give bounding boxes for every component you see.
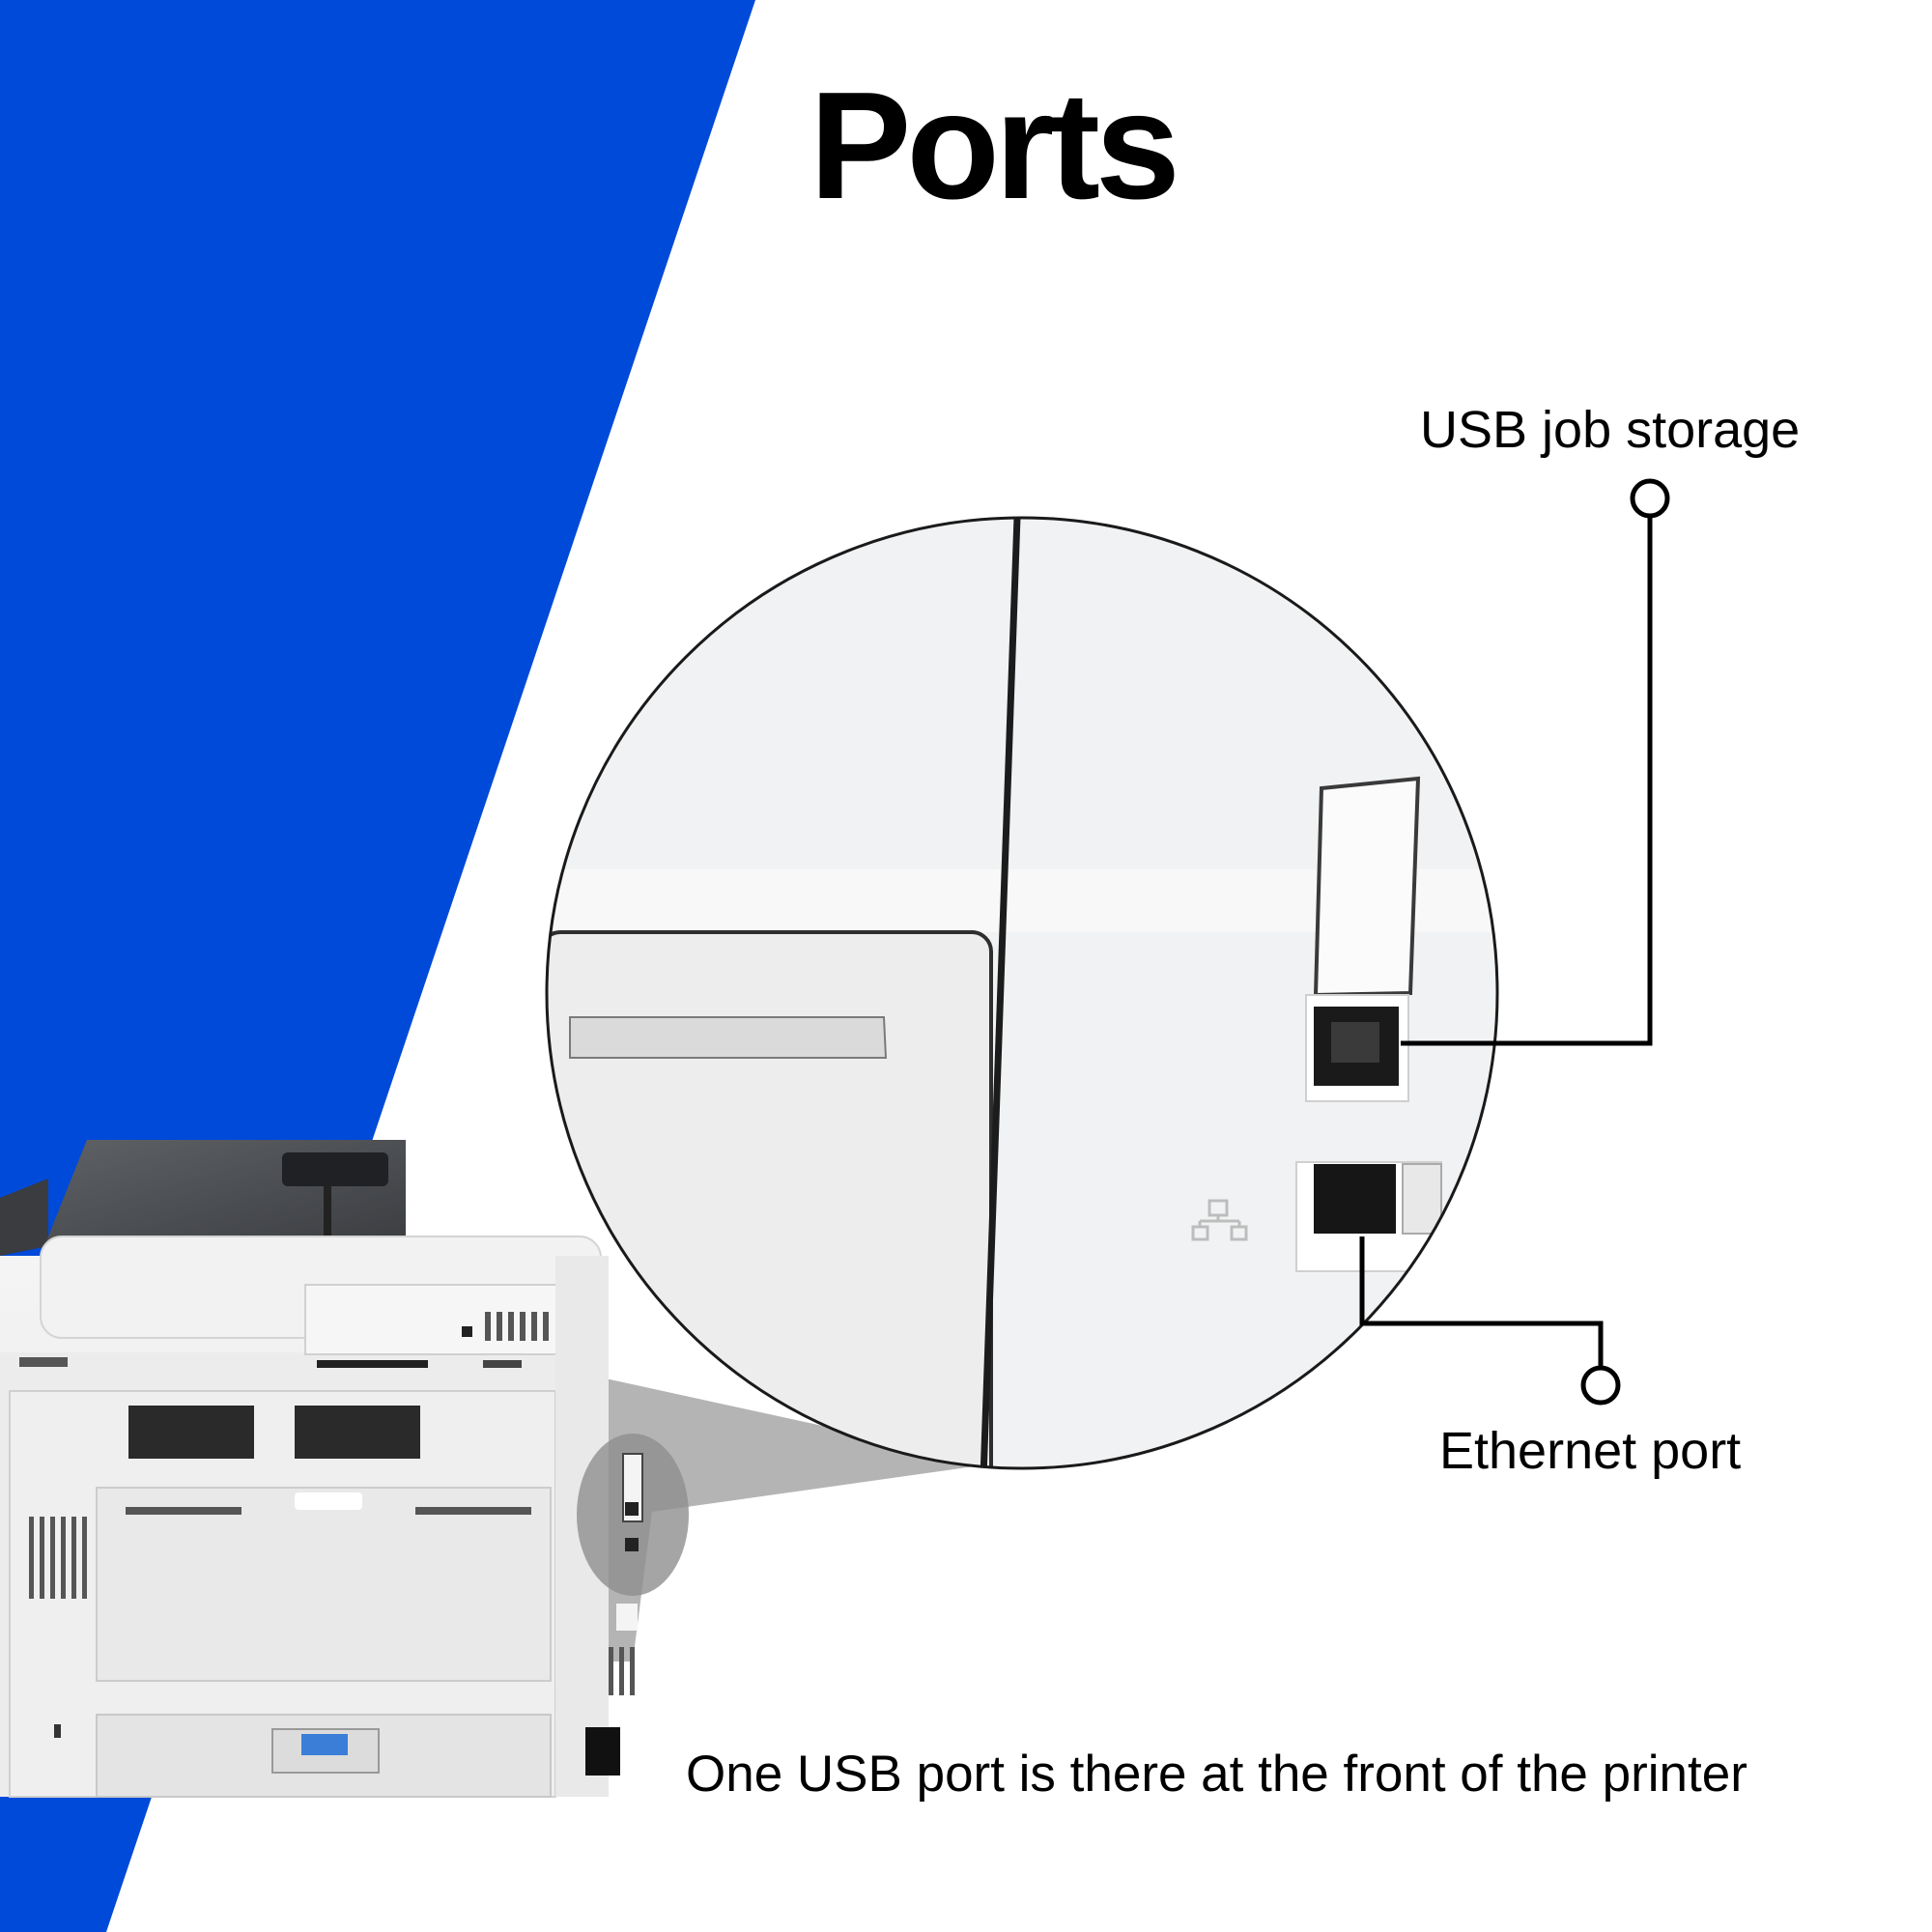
ethernet-network-icon xyxy=(1191,1199,1248,1241)
printer-rear-view xyxy=(0,1140,689,1798)
ethernet-port-label: Ethernet port xyxy=(1439,1422,1742,1480)
front-usb-caption: One USB port is there at the front of th… xyxy=(686,1746,1747,1803)
port-magnifier xyxy=(545,516,1499,1470)
ethernet-callout-line xyxy=(1359,1236,1621,1406)
page-title: Ports xyxy=(810,61,1180,231)
usb-job-storage-label: USB job storage xyxy=(1420,401,1801,459)
usb-callout-line xyxy=(1401,478,1670,1046)
ethernet-port-jack xyxy=(1314,1164,1396,1234)
